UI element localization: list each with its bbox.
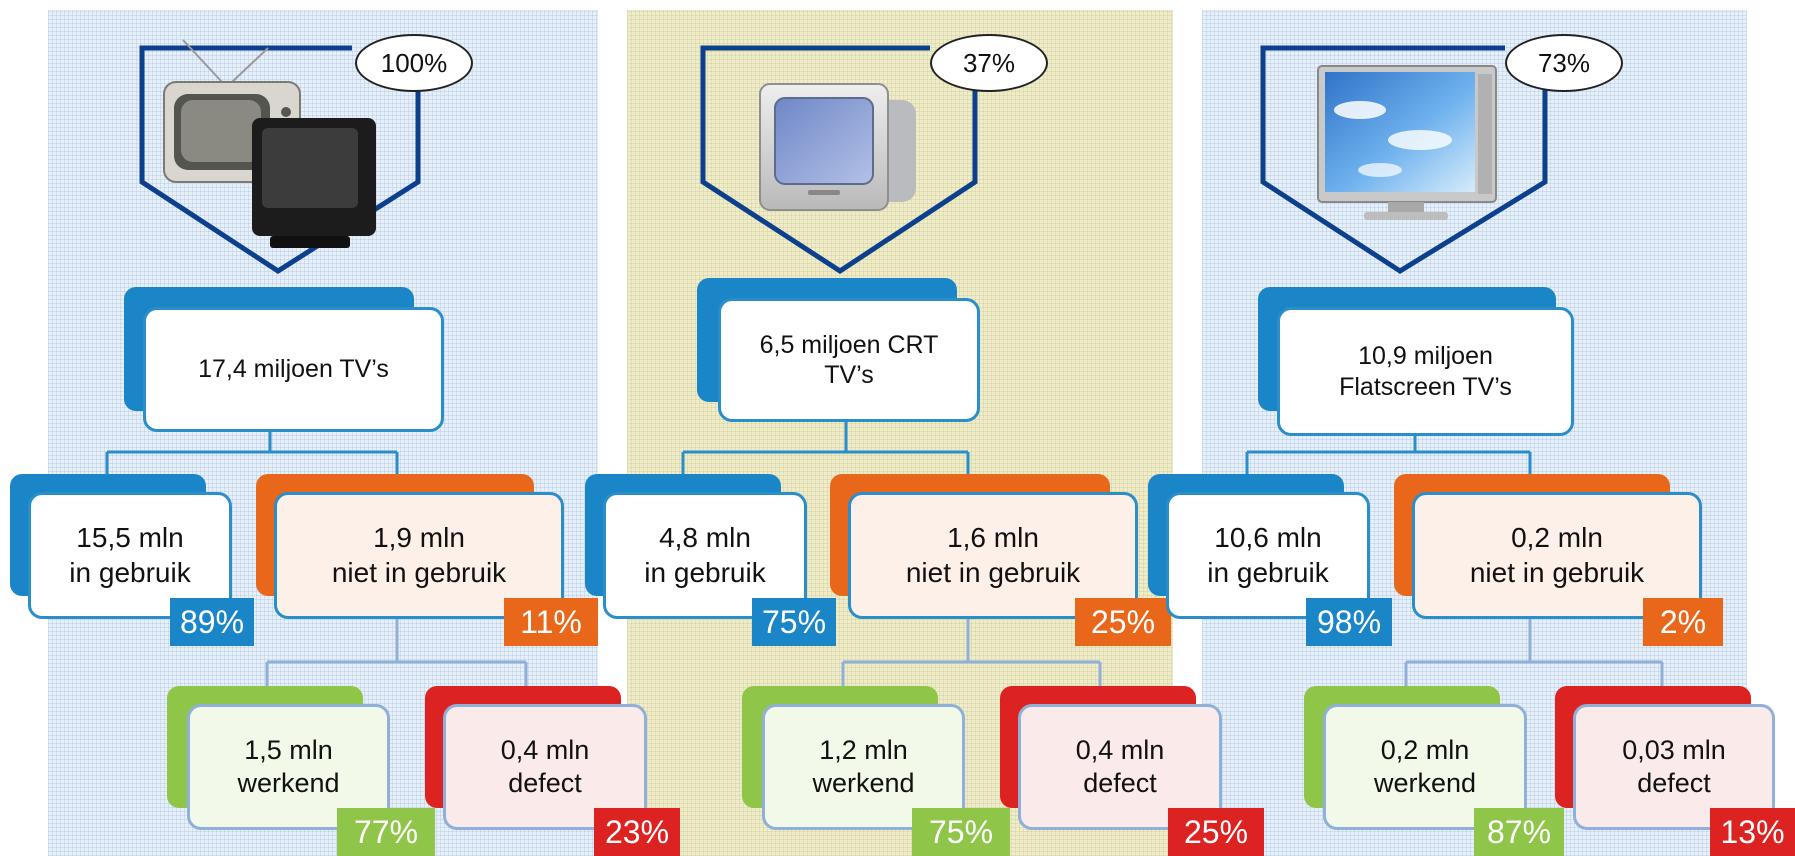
not-in-use-percent-badge: 2% [1643, 598, 1723, 646]
in-use-label: in gebruik [69, 556, 191, 588]
in-use-label: in gebruik [644, 556, 766, 588]
in-use-percent-badge: 75% [752, 598, 836, 646]
in-use-box: 10,6 mln in gebruik [1166, 492, 1370, 619]
working-value: 1,2 mln [819, 735, 908, 766]
not-in-use-box: 1,6 mln niet in gebruik [848, 492, 1138, 619]
defect-value: 0,03 mln [1622, 735, 1726, 766]
working-percent-badge: 75% [912, 808, 1010, 856]
total-tvs-label-line1: 6,5 miljoen CRT [759, 330, 939, 359]
total-tvs-label: 17,4 miljoen TV’s [198, 355, 389, 384]
total-tvs-label-line2: TV’s [824, 361, 874, 389]
not-in-use-value: 0,2 mln [1511, 522, 1603, 554]
share-oval: 100% [355, 34, 473, 92]
flatscreen-tv-icon [1317, 65, 1497, 220]
in-use-label: in gebruik [1207, 556, 1329, 588]
connector-lines-all-tvs [105, 428, 528, 704]
total-tvs-box: 17,4 miljoen TV’s [143, 307, 444, 432]
defect-percent-badge: 13% [1710, 808, 1795, 856]
defect-value: 0,4 mln [500, 735, 590, 766]
connector-lines-flatscreen-tvs [1245, 436, 1664, 704]
crt-tv-icon [759, 83, 916, 211]
working-label: werkend [1373, 768, 1477, 798]
working-label: werkend [237, 768, 340, 798]
old-tv-set-icon [163, 39, 376, 248]
not-in-use-value: 1,9 mln [373, 522, 465, 554]
not-in-use-box: 1,9 mln niet in gebruik [274, 492, 564, 619]
working-percent-badge: 77% [337, 808, 435, 856]
total-tvs-box: 10,9 miljoen Flatscreen TV’s [1277, 307, 1574, 436]
total-tvs-label-line2: Flatscreen TV’s [1339, 372, 1512, 401]
working-label: werkend [812, 768, 915, 798]
defect-label: defect [1637, 768, 1711, 798]
not-in-use-label: niet in gebruik [905, 556, 1081, 588]
in-use-percent-badge: 89% [170, 598, 254, 646]
in-use-value: 10,6 mln [1214, 522, 1322, 554]
in-use-value: 15,5 mln [76, 522, 184, 554]
connector-lines-crt-tvs [681, 422, 1102, 704]
shield-outline-all-tvs [139, 45, 421, 274]
defect-label: defect [1083, 768, 1157, 798]
working-value: 1,5 mln [244, 735, 333, 766]
total-tvs-box: 6,5 miljoen CRT TV’s [718, 298, 980, 422]
shield-outline-crt-tvs [700, 45, 978, 274]
in-use-value: 4,8 mln [659, 522, 751, 554]
working-box: 1,5 mln werkend [187, 704, 390, 830]
defect-percent-badge: 25% [1168, 808, 1264, 856]
working-percent-badge: 87% [1474, 808, 1564, 856]
not-in-use-percent-badge: 25% [1075, 598, 1171, 646]
not-in-use-label: niet in gebruik [1469, 556, 1645, 588]
total-tvs-label-line1: 10,9 miljoen [1358, 342, 1493, 370]
in-use-box: 4,8 mln in gebruik [603, 492, 807, 619]
not-in-use-value: 1,6 mln [947, 522, 1039, 554]
not-in-use-box: 0,2 mln niet in gebruik [1412, 492, 1702, 619]
defect-box: 0,4 mln defect [1018, 704, 1222, 830]
defect-percent-badge: 23% [594, 808, 680, 856]
not-in-use-percent-badge: 11% [504, 598, 598, 646]
not-in-use-label: niet in gebruik [331, 556, 507, 588]
working-value: 0,2 mln [1380, 735, 1470, 766]
in-use-percent-badge: 98% [1306, 598, 1392, 646]
defect-value: 0,4 mln [1075, 735, 1165, 766]
share-oval: 73% [1505, 34, 1623, 92]
shield-outline-flatscreen-tvs [1260, 45, 1548, 274]
defect-label: defect [508, 768, 582, 798]
in-use-box: 15,5 mln in gebruik [28, 492, 232, 619]
share-oval: 37% [930, 34, 1048, 92]
